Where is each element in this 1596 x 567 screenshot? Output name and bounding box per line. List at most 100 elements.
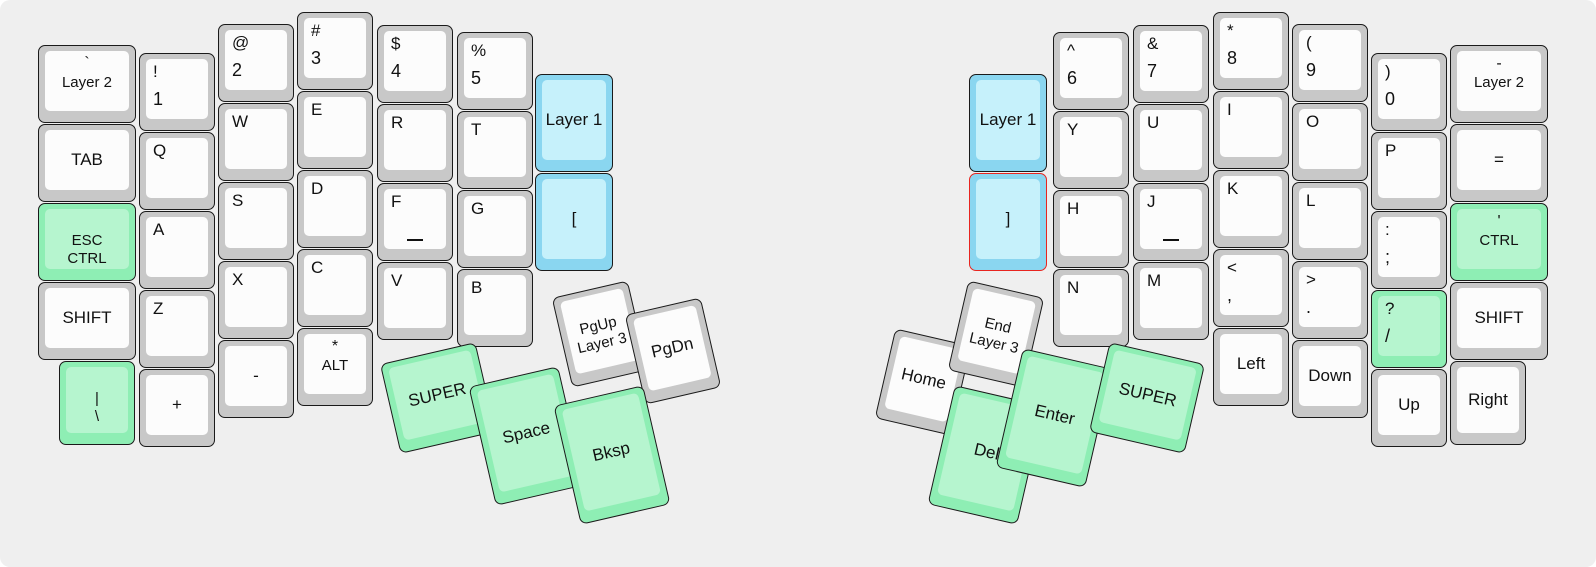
keycap-l-w: W <box>225 109 287 169</box>
legend-shifted-r-question-slash: ? <box>1385 299 1395 318</box>
key-l-grave-layer2[interactable]: `Layer 2 <box>38 45 136 123</box>
key-r-shift[interactable]: SHIFT <box>1450 282 1548 360</box>
legend-base-l-f: F <box>391 192 402 211</box>
key-r-minus-layer2[interactable]: -Layer 2 <box>1450 45 1548 123</box>
keycap-l-x: X <box>225 267 287 327</box>
key-r-0[interactable]: )0 <box>1371 53 1447 131</box>
key-l-2[interactable]: @2 <box>218 24 294 102</box>
key-r-i[interactable]: I <box>1213 91 1289 169</box>
legend-base-l-d: D <box>311 179 324 198</box>
key-r-k[interactable]: K <box>1213 170 1289 248</box>
key-r-m[interactable]: M <box>1133 262 1209 340</box>
key-l-3[interactable]: #3 <box>297 12 373 90</box>
keycap-r-n: N <box>1060 275 1122 335</box>
key-r-layer1[interactable]: Layer 1 <box>969 74 1047 172</box>
legend-base-r-gt-period: . <box>1306 297 1312 317</box>
key-l-z[interactable]: Z <box>139 290 215 368</box>
key-r-gt-period[interactable]: >. <box>1292 261 1368 339</box>
key-l-v[interactable]: V <box>377 262 453 340</box>
key-l-c[interactable]: C <box>297 249 373 327</box>
keycap-r-8: *8 <box>1220 18 1282 78</box>
key-r-n[interactable]: N <box>1053 269 1129 347</box>
key-r-quote-ctrl[interactable]: 'CTRL <box>1450 203 1548 281</box>
key-r-up[interactable]: Up <box>1371 369 1447 447</box>
legend-shifted-r-quote-ctrl: ' <box>1497 213 1501 230</box>
key-r-o[interactable]: O <box>1292 103 1368 181</box>
key-r-lt-comma[interactable]: <, <box>1213 249 1289 327</box>
legend-base-l-3: 3 <box>311 48 322 68</box>
key-l-w[interactable]: W <box>218 103 294 181</box>
key-r-u[interactable]: U <box>1133 104 1209 182</box>
key-l-f[interactable]: F <box>377 183 453 261</box>
key-l-lbracket[interactable]: [ <box>535 173 613 271</box>
legend-shifted-r-8: * <box>1227 21 1234 40</box>
legend-line1-l-esc-ctrl: ESC <box>71 232 103 249</box>
key-l-x[interactable]: X <box>218 261 294 339</box>
key-r-p[interactable]: P <box>1371 132 1447 210</box>
key-l-q[interactable]: Q <box>139 132 215 210</box>
legend-label-r-down: Down <box>1308 366 1352 386</box>
legend-base-l-2: 2 <box>232 60 243 80</box>
key-r-colon-semicolon[interactable]: :; <box>1371 211 1447 289</box>
legend-shifted-l-star-alt: * <box>331 338 339 355</box>
key-l-g[interactable]: G <box>457 190 533 268</box>
keycap-r-question-slash: ?/ <box>1378 296 1440 356</box>
key-r-h[interactable]: H <box>1053 190 1129 268</box>
key-r-right[interactable]: Right <box>1450 361 1526 445</box>
key-l-d[interactable]: D <box>297 170 373 248</box>
legend-base-r-8: 8 <box>1227 48 1238 68</box>
keycap-l-q: Q <box>146 138 208 198</box>
key-r-l[interactable]: L <box>1292 182 1368 260</box>
key-l-e[interactable]: E <box>297 91 373 169</box>
key-r-j[interactable]: J <box>1133 183 1209 261</box>
keycap-r-k: K <box>1220 176 1282 236</box>
key-l-star-alt[interactable]: * ALT <box>297 328 373 406</box>
key-l-t[interactable]: T <box>457 111 533 189</box>
key-l-shift[interactable]: SHIFT <box>38 282 136 360</box>
legend-line2-l-esc-ctrl: CTRL <box>67 250 107 267</box>
legend-base-l-a: A <box>153 220 165 239</box>
key-r-rbracket[interactable]: ] <box>969 173 1047 271</box>
legend-base-l-star-alt: ALT <box>321 357 349 374</box>
key-l-layer1[interactable]: Layer 1 <box>535 74 613 172</box>
key-r-9[interactable]: (9 <box>1292 24 1368 102</box>
key-l-s[interactable]: S <box>218 182 294 260</box>
key-r-8[interactable]: *8 <box>1213 12 1289 90</box>
key-l-1[interactable]: !1 <box>139 53 215 131</box>
key-l-plus[interactable]: + <box>139 369 215 447</box>
legend-base-l-w: W <box>232 112 249 131</box>
legend-base-l-e: E <box>311 100 323 119</box>
key-l-4[interactable]: $4 <box>377 25 453 103</box>
key-r-6[interactable]: ^6 <box>1053 32 1129 110</box>
keycap-l-layer1: Layer 1 <box>542 80 606 160</box>
keycap-r-super: SUPER <box>1098 349 1197 441</box>
key-r-7[interactable]: &7 <box>1133 25 1209 103</box>
keycap-l-star-alt: * ALT <box>304 334 366 394</box>
key-l-5[interactable]: %5 <box>457 32 533 110</box>
key-r-left[interactable]: Left <box>1213 328 1289 406</box>
key-r-equal[interactable]: = <box>1450 124 1548 202</box>
key-r-down[interactable]: Down <box>1292 340 1368 418</box>
key-l-minus[interactable]: - <box>218 340 294 418</box>
key-r-super[interactable]: SUPER <box>1088 342 1206 454</box>
legend-base-l-x: X <box>232 270 244 289</box>
key-l-b[interactable]: B <box>457 269 533 347</box>
legend-base-l-r: R <box>391 113 404 132</box>
key-r-y[interactable]: Y <box>1053 111 1129 189</box>
keycap-l-4: $4 <box>384 31 446 91</box>
legend-base-r-u: U <box>1147 113 1160 132</box>
legend-shifted-r-9: ( <box>1306 33 1312 52</box>
keycap-r-lt-comma: <, <box>1220 255 1282 315</box>
key-l-a[interactable]: A <box>139 211 215 289</box>
keycap-l-r: R <box>384 110 446 170</box>
legend-base-r-question-slash: / <box>1385 326 1391 346</box>
key-r-question-slash[interactable]: ?/ <box>1371 290 1447 368</box>
key-l-r[interactable]: R <box>377 104 453 182</box>
legend-label-r-shift: SHIFT <box>1474 308 1524 328</box>
legend-shifted-r-colon-semicolon: : <box>1385 220 1390 239</box>
key-l-tab[interactable]: TAB <box>38 124 136 202</box>
legend-shifted-l-grave-layer2: ` <box>84 55 90 72</box>
legend-base-l-b: B <box>471 278 483 297</box>
key-l-pipe-backslash[interactable]: |\ <box>59 361 135 445</box>
